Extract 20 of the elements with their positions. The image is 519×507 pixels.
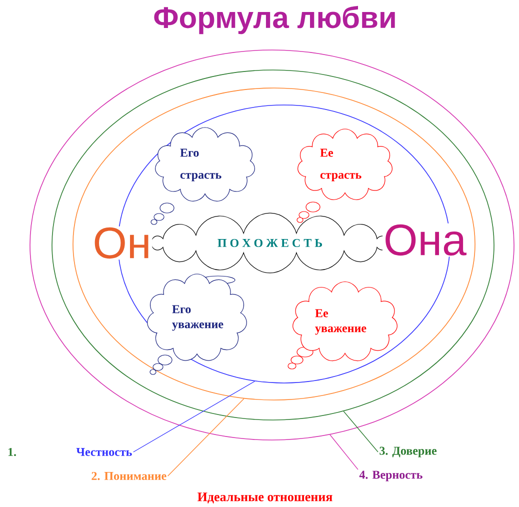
title: Формула любви <box>154 6 395 34</box>
leader-line <box>133 380 256 452</box>
list-number: 1. <box>6 446 18 458</box>
ring-label: 2. Понимание <box>92 472 166 480</box>
caption: Идеальные отношения <box>198 492 332 504</box>
thought-cloud: Ее страсть <box>298 128 392 200</box>
leader-line <box>343 410 378 452</box>
ring-ellipse <box>52 70 494 420</box>
ring-label: Честность <box>76 448 132 456</box>
thought-cloud: Ее уважение <box>292 281 398 362</box>
leader-line <box>330 434 358 470</box>
ring-label: 3. Доверие <box>380 446 437 458</box>
thought-cloud: Его уважение <box>147 274 247 361</box>
big-word: Он <box>92 226 152 260</box>
ring-label: 4. Верность <box>359 470 422 482</box>
ring-ellipse <box>72 88 476 400</box>
ring-ellipse <box>30 50 514 440</box>
thought-cloud: Его страсть <box>155 127 255 202</box>
leader-line <box>167 398 244 476</box>
big-word: Она <box>382 223 468 257</box>
